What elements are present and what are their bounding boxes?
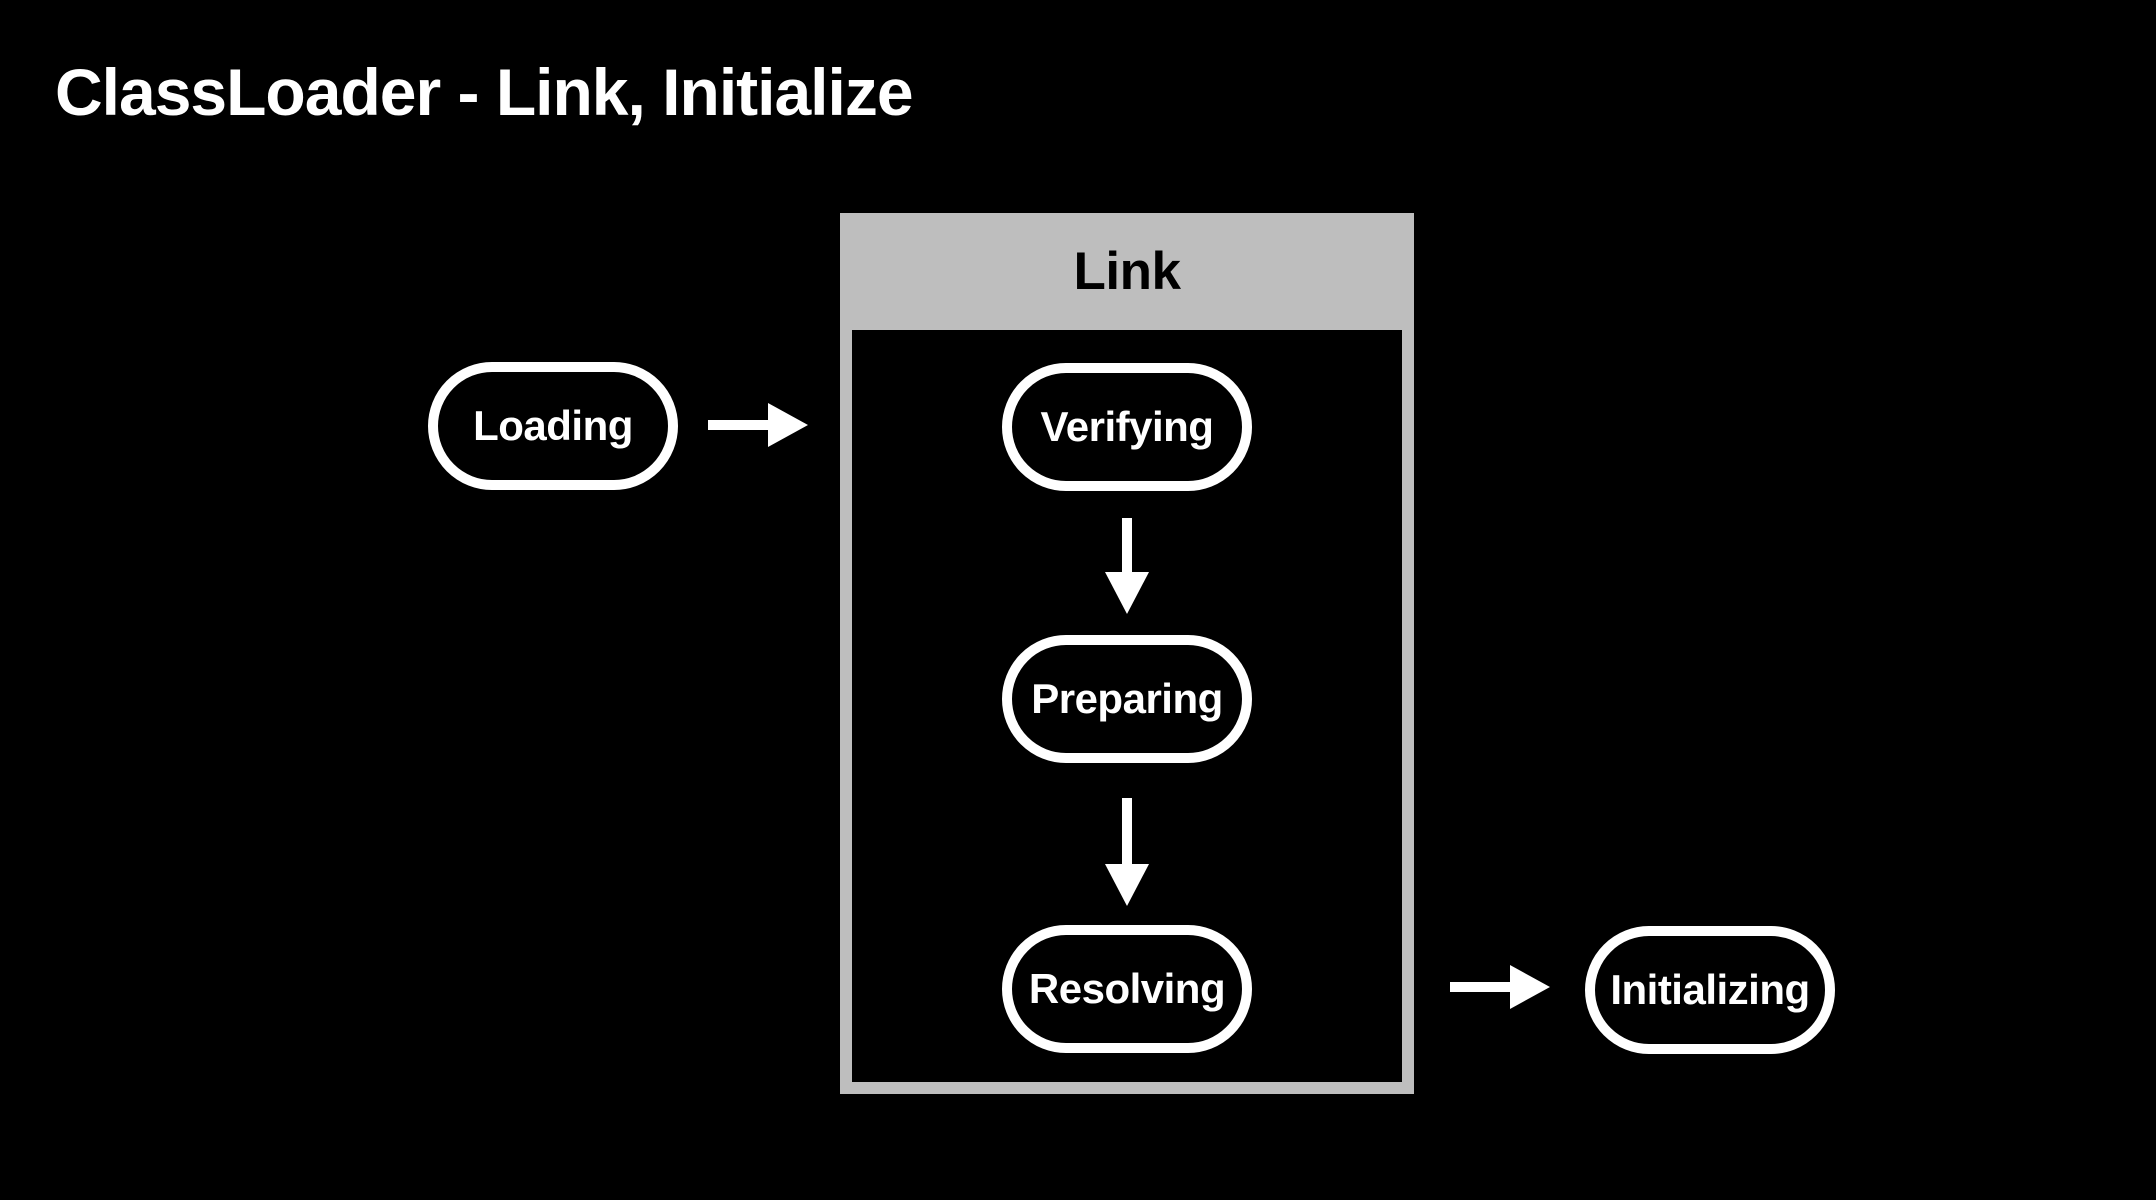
- arrow-down-icon: [1104, 798, 1150, 906]
- node-resolving: Resolving: [1002, 925, 1252, 1053]
- node-loading-label: Loading: [473, 402, 633, 449]
- node-initializing-label: Initializing: [1610, 966, 1810, 1013]
- page-title: ClassLoader - Link, Initialize: [55, 55, 914, 129]
- node-verifying: Verifying: [1002, 363, 1252, 491]
- arrow-down-icon: [1104, 518, 1150, 614]
- link-group: Link Verifying Preparing Resolvi: [840, 213, 1414, 1094]
- node-preparing-label: Preparing: [1031, 675, 1223, 722]
- link-group-header: Link: [840, 213, 1414, 330]
- arrow-right-icon: [708, 403, 808, 447]
- node-resolving-label: Resolving: [1028, 965, 1226, 1012]
- node-verifying-label: Verifying: [1040, 403, 1214, 450]
- arrow-right-icon: [1450, 965, 1550, 1009]
- node-preparing: Preparing: [1002, 635, 1252, 763]
- link-group-label: Link: [1073, 242, 1181, 301]
- node-initializing: Initializing: [1585, 926, 1835, 1054]
- node-loading: Loading: [428, 362, 678, 490]
